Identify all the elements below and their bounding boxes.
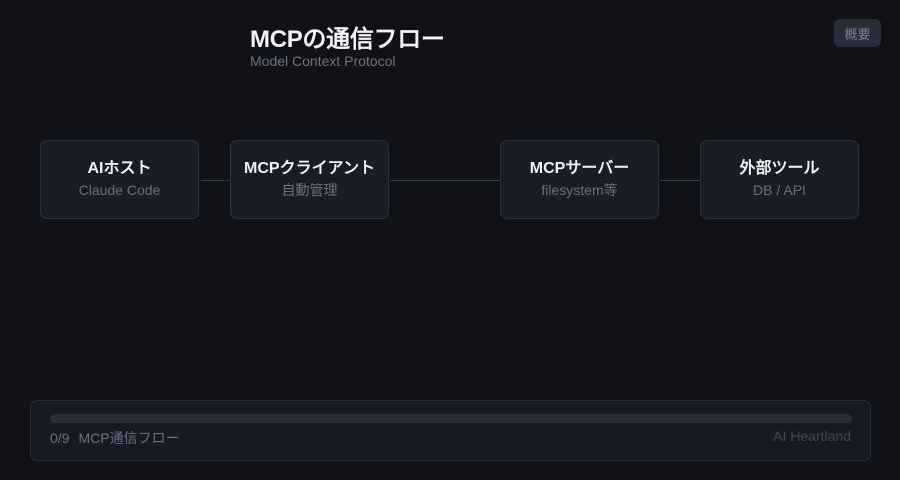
node-title: MCPサーバー — [529, 159, 630, 177]
node-mcp-client[interactable]: MCPクライアント 自動管理 — [230, 140, 389, 219]
page-title: MCPの通信フロー — [250, 26, 445, 53]
node-subtitle: 自動管理 — [281, 181, 338, 198]
node-subtitle: Claude Code — [78, 181, 161, 198]
step-counter: 0/9 — [50, 430, 70, 446]
progress-label: 0/9 MCP通信フロー — [50, 428, 180, 448]
step-title: MCP通信フロー — [78, 430, 180, 446]
edge-client-to-server — [390, 180, 500, 181]
node-subtitle: DB / API — [753, 181, 806, 198]
node-title: 外部ツール — [739, 159, 820, 177]
overview-badge-button[interactable]: 概要 — [834, 19, 881, 47]
node-subtitle: filesystem等 — [541, 181, 618, 198]
page-subtitle: Model Context Protocol — [250, 53, 396, 69]
node-mcp-server[interactable]: MCPサーバー filesystem等 — [500, 140, 659, 219]
progress-panel: 0/9 MCP通信フロー AI Heartland — [30, 400, 871, 461]
edge-server-to-tools — [660, 180, 700, 181]
edge-host-to-client — [201, 180, 230, 181]
node-ai-host[interactable]: AIホスト Claude Code — [40, 140, 199, 219]
node-title: MCPクライアント — [244, 159, 375, 177]
node-title: AIホスト — [87, 159, 152, 177]
node-external-tools[interactable]: 外部ツール DB / API — [700, 140, 859, 219]
progress-bar[interactable] — [50, 414, 852, 423]
brand-label: AI Heartland — [773, 428, 851, 444]
